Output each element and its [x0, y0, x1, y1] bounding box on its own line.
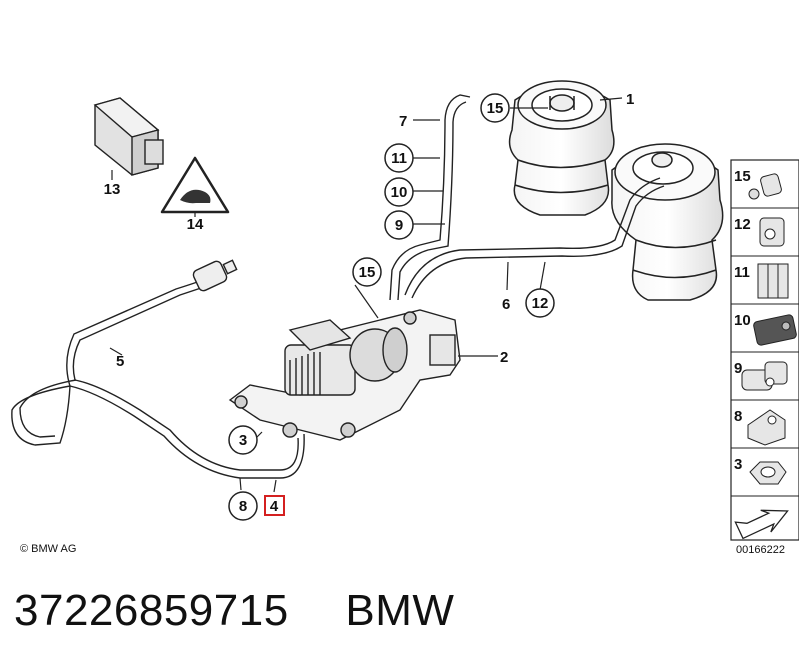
parts-legend: 15 12 11 10 9 8: [730, 159, 799, 541]
svg-text:15: 15: [487, 100, 504, 117]
svg-text:9: 9: [395, 217, 403, 234]
legend-item-10: 10: [734, 312, 797, 346]
svg-text:2: 2: [500, 349, 508, 366]
svg-text:1: 1: [626, 91, 634, 108]
callout-15-top: 15: [480, 93, 510, 123]
svg-text:3: 3: [239, 432, 247, 449]
callout-9: 9: [384, 210, 414, 240]
air-spring-1: [508, 80, 615, 216]
callout-4-highlighted: 4: [264, 495, 285, 516]
callout-7: 7: [399, 113, 407, 130]
leader-lines: [109, 97, 623, 493]
air-lines: [11, 94, 665, 479]
callout-14: 14: [187, 216, 204, 233]
warning-label-14: [160, 156, 230, 214]
legend-item-3: 3: [734, 456, 787, 485]
svg-text:7: 7: [399, 113, 407, 130]
footer-caption: 37226859715 BMW: [14, 586, 454, 636]
brand-name: BMW: [345, 586, 455, 635]
callout-12: 12: [525, 288, 555, 318]
legend-item-9: 9: [734, 360, 788, 391]
callout-6: 6: [502, 296, 510, 313]
parts-diagram: 1 2 3 4 5 6 7 8 9 10 11 12 13 14: [11, 80, 799, 556]
svg-text:9: 9: [734, 360, 742, 377]
svg-text:12: 12: [532, 295, 549, 312]
svg-text:3: 3: [734, 456, 742, 473]
svg-text:8: 8: [734, 408, 742, 425]
part-number: 37226859715: [14, 586, 289, 635]
callout-13: 13: [104, 181, 121, 198]
svg-text:14: 14: [187, 216, 204, 233]
callout-10: 10: [384, 177, 414, 207]
svg-text:8: 8: [239, 498, 247, 515]
svg-text:15: 15: [734, 168, 751, 185]
svg-text:15: 15: [359, 264, 376, 281]
svg-text:6: 6: [502, 296, 510, 313]
svg-text:5: 5: [116, 353, 124, 370]
copyright-text: © BMW AG: [20, 543, 76, 555]
drawing-number: 00166222: [736, 544, 785, 556]
svg-text:4: 4: [270, 498, 279, 515]
callout-1: 1: [626, 91, 634, 108]
callout-3: 3: [228, 425, 258, 455]
callout-8: 8: [228, 491, 258, 521]
control-unit-13: [93, 97, 164, 176]
callout-2: 2: [500, 349, 508, 366]
arrow-icon: [734, 509, 789, 540]
callout-15-middle: 15: [352, 257, 382, 287]
svg-text:10: 10: [734, 312, 751, 329]
line-connector: [192, 259, 238, 292]
legend-item-15: 15: [734, 168, 782, 200]
legend-item-8: 8: [734, 408, 786, 446]
callout-5: 5: [116, 353, 124, 370]
air-spring-2: [611, 143, 724, 301]
svg-text:10: 10: [391, 184, 408, 201]
svg-text:13: 13: [104, 181, 121, 198]
callout-11: 11: [384, 143, 414, 173]
svg-text:12: 12: [734, 216, 751, 233]
compressor-assembly: [228, 309, 461, 441]
svg-text:11: 11: [734, 264, 750, 281]
legend-item-11: 11: [734, 263, 789, 299]
svg-text:11: 11: [391, 150, 407, 167]
legend-item-12: 12: [734, 216, 785, 247]
